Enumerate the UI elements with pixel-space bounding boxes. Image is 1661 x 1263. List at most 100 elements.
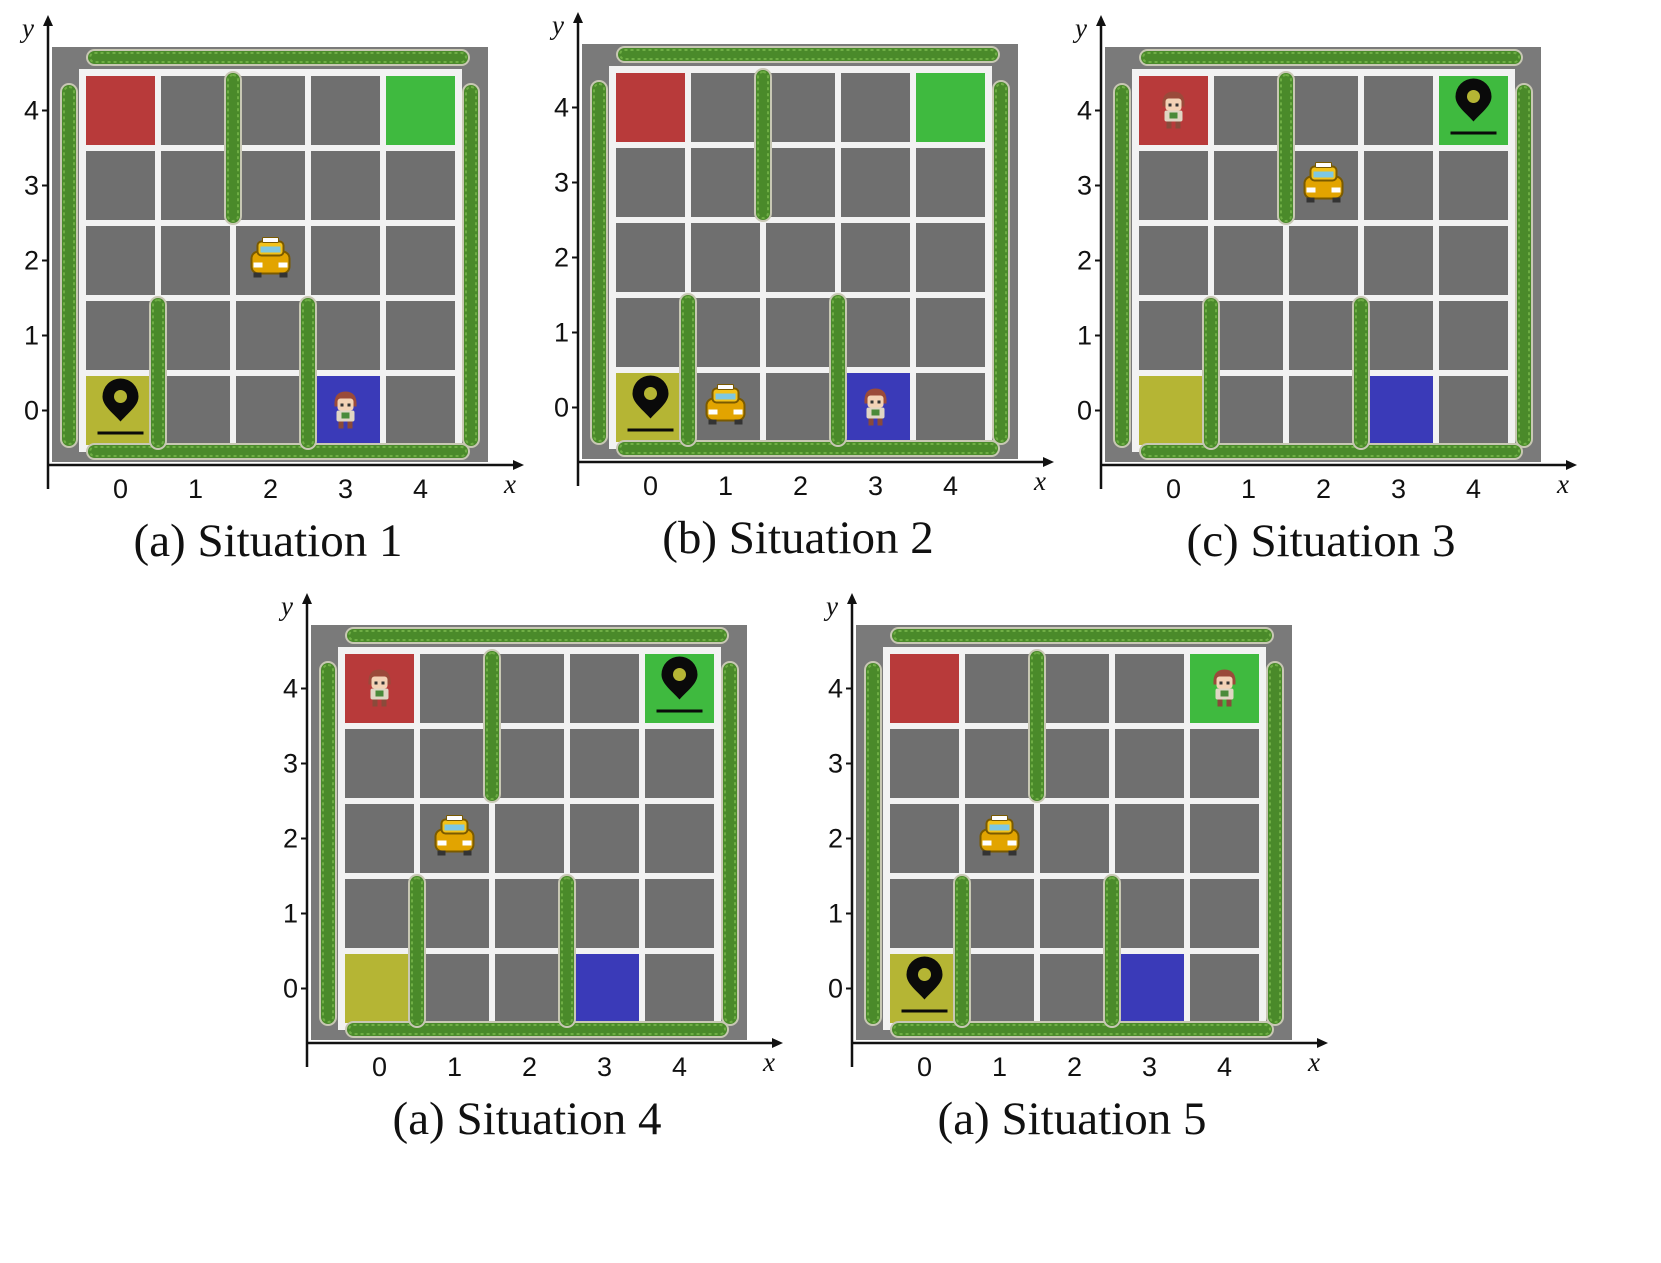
- taxi-windshield: [715, 393, 736, 400]
- road-cell: [420, 654, 489, 723]
- x-tick-label: 3: [868, 471, 883, 501]
- x-axis-arrow: [1317, 1038, 1328, 1048]
- hedge-bottom-texture: [348, 1024, 726, 1035]
- x-axis-label: x: [1556, 469, 1569, 499]
- road-cell: [916, 223, 985, 292]
- passenger-leg-right: [381, 699, 387, 707]
- taxi-wheel-right: [734, 419, 743, 425]
- y-tick-label: 1: [283, 899, 298, 929]
- inner-wall-3: [1105, 876, 1119, 1026]
- passenger-icon: [1213, 669, 1236, 707]
- road-cell: [691, 223, 760, 292]
- inner-wall-3-texture: [832, 296, 844, 444]
- hedge-bottom-texture: [619, 443, 997, 454]
- road-cell: [766, 373, 835, 442]
- depot-blue: [1115, 954, 1184, 1023]
- road-cell: [345, 804, 414, 873]
- road-cell: [691, 298, 760, 367]
- road-cell: [890, 729, 959, 798]
- depot-red: [86, 76, 155, 145]
- road-cell: [1040, 729, 1109, 798]
- y-tick-label: 0: [1077, 396, 1092, 426]
- road-cell: [766, 148, 835, 217]
- hedge-bottom: [892, 1023, 1272, 1036]
- passenger-leg-left: [1217, 699, 1223, 707]
- road-cell: [1364, 151, 1433, 220]
- passenger-icon: [368, 669, 391, 707]
- x-tick-label: 0: [643, 471, 658, 501]
- taxi-sign: [446, 815, 463, 821]
- hedge-top-texture: [893, 630, 1271, 641]
- depot-blue: [570, 954, 639, 1023]
- taxi-icon: [979, 815, 1020, 856]
- hedge-top-texture: [619, 49, 997, 60]
- taxi-wheel-right: [463, 850, 472, 856]
- destination-pin-icon: [901, 956, 948, 1013]
- road-cell: [645, 954, 714, 1023]
- y-tick-label: 0: [554, 393, 569, 423]
- inner-wall-1: [410, 876, 424, 1026]
- y-tick-label: 2: [554, 243, 569, 273]
- passenger-bow: [1169, 112, 1178, 119]
- passenger-face: [371, 676, 388, 689]
- taxi-wheel-right: [279, 272, 288, 278]
- destination-pin-icon: [656, 656, 703, 713]
- taxi-headlight-right: [1007, 840, 1017, 846]
- hedge-bottom-texture: [89, 446, 467, 457]
- situation-caption: (b) Situation 2: [662, 512, 934, 564]
- road-cell: [1214, 376, 1283, 445]
- road-cell: [420, 879, 489, 948]
- pin-hole: [918, 968, 931, 981]
- depot-blue: [1364, 376, 1433, 445]
- x-tick-label: 2: [793, 471, 808, 501]
- hedge-top: [347, 629, 727, 642]
- x-tick-label: 3: [1142, 1052, 1157, 1082]
- road-cell: [386, 151, 455, 220]
- inner-wall-3-texture: [302, 299, 314, 447]
- road-cell: [841, 298, 910, 367]
- hedge-bottom-texture: [1142, 446, 1520, 457]
- inner-wall-3: [560, 876, 574, 1026]
- road-cell: [645, 804, 714, 873]
- passenger-bow: [1220, 690, 1229, 697]
- road-cell: [1439, 151, 1508, 220]
- road-cell: [311, 301, 380, 370]
- x-axis-arrow: [1566, 460, 1577, 470]
- passenger-face: [867, 395, 884, 408]
- inner-wall-1: [151, 298, 165, 448]
- passenger-bow: [375, 690, 384, 697]
- passenger-icon: [334, 391, 357, 429]
- pin-hole: [1467, 90, 1480, 103]
- y-tick-label: 1: [1077, 321, 1092, 351]
- road-cell: [616, 298, 685, 367]
- road-cell: [766, 223, 835, 292]
- road-cell: [86, 226, 155, 295]
- y-tick-label: 0: [283, 974, 298, 1004]
- road-cell: [86, 301, 155, 370]
- road-cell: [1139, 151, 1208, 220]
- road-cell: [1214, 151, 1283, 220]
- road-cell: [495, 654, 564, 723]
- y-tick-label: 1: [554, 318, 569, 348]
- taxi-icon: [1303, 162, 1344, 203]
- inner-wall-3: [301, 298, 315, 448]
- hedge-right-texture: [465, 86, 477, 445]
- road-cell: [1289, 76, 1358, 145]
- road-cell: [1040, 879, 1109, 948]
- depot-yellow: [1139, 376, 1208, 445]
- y-axis-label: y: [1072, 13, 1087, 43]
- hedge-top: [892, 629, 1272, 642]
- road-cell: [345, 879, 414, 948]
- taxi-wheel-left: [253, 272, 262, 278]
- inner-wall-2: [485, 651, 499, 801]
- inner-wall-3-texture: [1355, 299, 1367, 447]
- hedge-bottom: [88, 445, 468, 458]
- taxi-headlight-right: [278, 262, 288, 268]
- hedge-top-texture: [1142, 52, 1520, 63]
- hedge-left: [592, 82, 606, 443]
- x-tick-label: 4: [943, 471, 958, 501]
- road-cell: [1364, 226, 1433, 295]
